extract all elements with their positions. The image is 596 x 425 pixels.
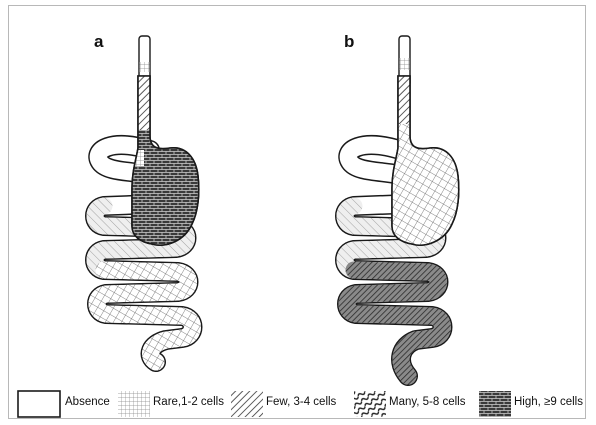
legend-label-absence: Absence [65, 396, 110, 408]
brick-swatch-icon [478, 389, 512, 419]
legend-label-many: Many, 5-8 cells [389, 396, 465, 408]
panel-label-a: a [94, 32, 103, 52]
gut-diagram-a [95, 36, 204, 362]
diagonal-swatch-icon [230, 389, 264, 419]
grid-swatch-icon [117, 389, 151, 419]
absence-swatch-icon [17, 389, 61, 419]
legend-label-high: High, ≥9 cells [514, 396, 583, 408]
legend-label-rare: Rare,1-2 cells [153, 396, 224, 408]
wave-swatch-icon [353, 389, 387, 419]
panel-label-b: b [344, 32, 354, 52]
legend: Absence Rare,1-2 cells [17, 389, 592, 419]
legend-label-few: Few, 3-4 cells [266, 396, 336, 408]
gut-diagram-b [345, 36, 464, 376]
